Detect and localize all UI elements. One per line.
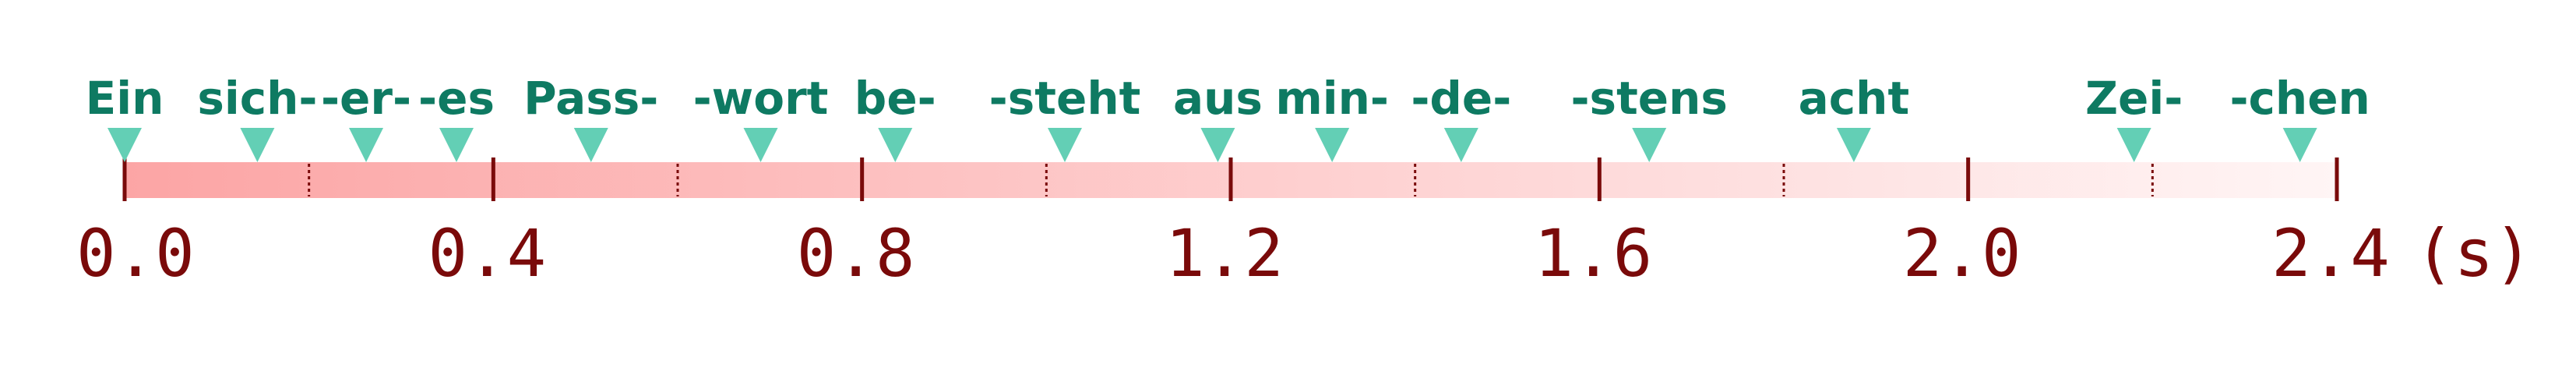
tick-label: 1.2 xyxy=(1165,215,1284,292)
word-label: Pass- xyxy=(523,72,658,125)
word-marker xyxy=(349,128,384,162)
word-markers xyxy=(107,128,2317,162)
word-label: aus xyxy=(1173,72,1263,125)
axis-unit-label: (s) xyxy=(2415,215,2533,292)
word-marker xyxy=(878,128,913,162)
tick-label: 2.4 xyxy=(2271,215,2390,292)
word-marker xyxy=(439,128,474,162)
tick-label: 0.4 xyxy=(428,215,546,292)
word-marker xyxy=(1443,128,1478,162)
word-label: Ein xyxy=(86,72,164,125)
word-label: -steht xyxy=(989,72,1141,125)
word-marker xyxy=(743,128,778,162)
word-marker xyxy=(573,128,608,162)
tick-label: 0.8 xyxy=(797,215,915,292)
tick-label: 2.0 xyxy=(1903,215,2021,292)
major-ticks xyxy=(122,157,2339,201)
word-label: Zei- xyxy=(2085,72,2183,125)
word-marker xyxy=(240,128,275,162)
word-marker xyxy=(1315,128,1350,162)
tick-label: 0.0 xyxy=(76,215,195,292)
tick-labels: 0.0 0.4 0.8 1.2 1.6 2.0 2.4 xyxy=(76,215,2390,292)
word-marker xyxy=(1200,128,1235,162)
word-label: -es xyxy=(418,72,495,125)
word-marker xyxy=(1048,128,1082,162)
word-marker xyxy=(1632,128,1667,162)
word-label: be- xyxy=(855,72,936,125)
word-label: -wort xyxy=(693,72,829,125)
word-label: -er- xyxy=(321,72,411,125)
word-label: min- xyxy=(1275,72,1389,125)
word-label: acht xyxy=(1799,72,1910,125)
minor-ticks xyxy=(308,164,2154,196)
word-label: -de- xyxy=(1411,72,1511,125)
word-marker xyxy=(107,128,142,162)
tick-label: 1.6 xyxy=(1534,215,1652,292)
word-marker xyxy=(2282,128,2317,162)
word-label: -chen xyxy=(2229,72,2370,125)
word-label: -stens xyxy=(1570,72,1727,125)
word-marker xyxy=(2116,128,2151,162)
word-label: sich- xyxy=(197,72,317,125)
word-marker xyxy=(1836,128,1871,162)
